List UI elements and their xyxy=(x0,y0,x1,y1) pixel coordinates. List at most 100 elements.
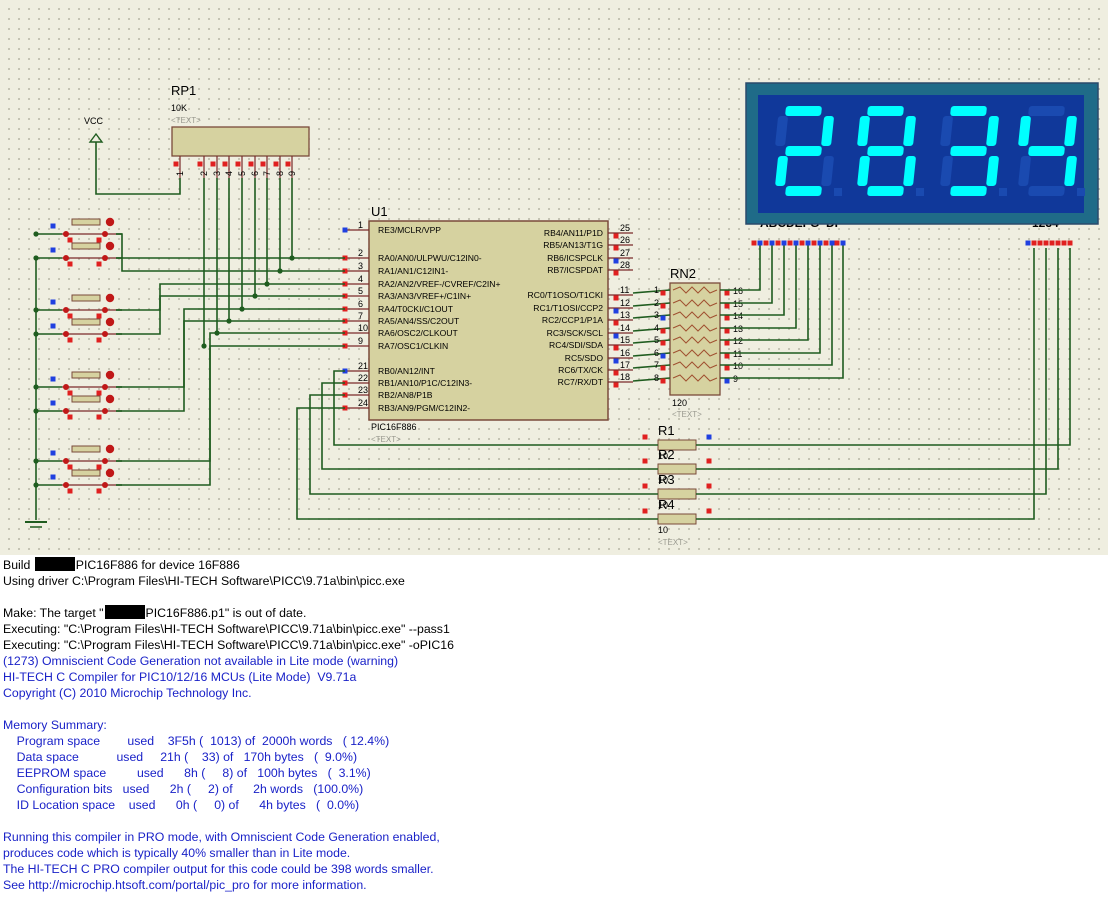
rn2-pin-num: 16 xyxy=(733,286,743,296)
resistor-body[interactable] xyxy=(657,513,697,525)
button-cap[interactable] xyxy=(71,218,101,226)
display-segment xyxy=(986,156,999,186)
button-cap[interactable] xyxy=(71,242,101,250)
u1-pin-num: 3 xyxy=(358,261,363,271)
rn2-ref[interactable]: RN2 xyxy=(670,266,696,281)
u1-pin-name: RB6/ICSPCLK xyxy=(547,253,603,263)
display-segment xyxy=(1028,186,1065,196)
u1-pin-num: 14 xyxy=(620,323,630,333)
pin-marker xyxy=(50,299,56,305)
display-segment xyxy=(1028,146,1065,156)
pin-marker xyxy=(1031,240,1037,246)
log-line: Executing: "C:\Program Files\HI-TECH Sof… xyxy=(3,637,1103,653)
button-cap[interactable] xyxy=(71,318,101,326)
rn2-resistor-zigzag xyxy=(672,336,718,344)
pin-marker xyxy=(613,308,619,314)
button-cap[interactable] xyxy=(71,371,101,379)
rp1-pin-num: 2 xyxy=(199,171,209,176)
display-segment xyxy=(950,186,987,196)
display-segment xyxy=(867,106,904,116)
pin-marker xyxy=(96,313,102,319)
pin-marker xyxy=(1025,240,1031,246)
resistor-ref: R1 xyxy=(658,423,675,438)
display-segment xyxy=(1028,106,1065,116)
pin-marker xyxy=(67,414,73,420)
rn2-pin-num: 8 xyxy=(654,373,659,383)
button-terminal xyxy=(63,255,69,261)
button-to-mcu-wire xyxy=(116,295,345,335)
log-text: PIC16F886.p1" is out of date. xyxy=(145,606,307,620)
u1-pin-name: RB3/AN9/PGM/C12IN2- xyxy=(378,403,470,413)
log-text: HI-TECH C Compiler for PIC10/12/16 MCUs … xyxy=(3,670,357,684)
button-cap[interactable] xyxy=(71,469,101,477)
button-indicator xyxy=(105,241,115,251)
rp1-body[interactable] xyxy=(171,126,310,157)
display-segment xyxy=(785,146,822,156)
u1-pin-name: RA3/AN3/VREF+/C1IN+ xyxy=(378,291,471,301)
vcc-symbol xyxy=(88,132,104,143)
u1-pin-name: RA7/OSC1/CLKIN xyxy=(378,341,448,351)
pin-marker xyxy=(724,315,730,321)
pin-marker xyxy=(642,458,648,464)
rp1-ref[interactable]: RP1 xyxy=(171,83,196,98)
rn2-pin-num: 12 xyxy=(733,336,743,346)
pin-marker xyxy=(829,240,835,246)
junction-dot xyxy=(33,307,39,313)
button-cap[interactable] xyxy=(71,294,101,302)
junction-dot xyxy=(214,330,220,336)
log-text: Make: The target " xyxy=(3,606,104,620)
pin-marker xyxy=(342,227,348,233)
rn2-body[interactable] xyxy=(669,282,721,396)
log-line xyxy=(3,813,1103,829)
pin-marker xyxy=(763,240,769,246)
log-text: Program space used 3F5h ( 1013) of 2000h… xyxy=(3,734,390,748)
pin-marker xyxy=(660,303,666,309)
rn2-to-display-wire xyxy=(720,242,809,341)
junction-dot xyxy=(33,482,39,488)
resistor-to-digit-wire xyxy=(716,248,1047,495)
junction-dot xyxy=(33,231,39,237)
pin-marker xyxy=(834,240,840,246)
junction-dot xyxy=(33,255,39,261)
u1-pin-name: RA0/AN0/ULPWU/C12IN0- xyxy=(378,253,482,263)
rn2-resistor-zigzag xyxy=(672,361,718,369)
u1-body[interactable] xyxy=(368,220,609,421)
pin-marker xyxy=(642,434,648,440)
display-segment xyxy=(867,186,904,196)
u1-pin-num: 9 xyxy=(358,336,363,346)
pin-marker xyxy=(50,376,56,382)
pin-marker xyxy=(660,328,666,334)
button-cap[interactable] xyxy=(71,445,101,453)
rn2-to-display-wire xyxy=(720,242,844,379)
log-text: See http://microchip.htsoft.com/portal/p… xyxy=(3,878,367,892)
resistor-to-digit-wire xyxy=(716,248,1071,446)
button-indicator xyxy=(105,394,115,404)
log-text: Executing: "C:\Program Files\HI-TECH Sof… xyxy=(3,622,450,636)
log-text: Memory Summary: xyxy=(3,718,107,732)
u1-pin-name: RB5/AN13/T1G xyxy=(543,240,603,250)
rn2-pin-num: 2 xyxy=(654,298,659,308)
resistor-to-digit-wire xyxy=(716,248,1059,470)
pin-marker xyxy=(769,240,775,246)
button-cap[interactable] xyxy=(71,395,101,403)
log-line: The HI-TECH C PRO compiler output for th… xyxy=(3,861,1103,877)
junction-dot xyxy=(33,408,39,414)
button-indicator xyxy=(105,370,115,380)
pin-marker xyxy=(67,337,73,343)
pin-marker xyxy=(793,240,799,246)
vcc-label: VCC xyxy=(84,116,104,126)
pin-marker xyxy=(96,261,102,267)
schematic-canvas[interactable]: VCC RP1 10K <TEXT> U1 PIC16F886 <TEXT> R… xyxy=(0,0,1108,555)
log-text: Executing: "C:\Program Files\HI-TECH Sof… xyxy=(3,638,454,652)
rn2-resistor-zigzag xyxy=(672,311,718,319)
u1-pin-num: 25 xyxy=(620,223,630,233)
rp1-pin-num: 9 xyxy=(287,171,297,176)
pin-marker xyxy=(724,303,730,309)
button-terminal xyxy=(102,331,108,337)
u1-ref[interactable]: U1 xyxy=(371,204,388,219)
u1-pin-num: 27 xyxy=(620,248,630,258)
u1-pin-name: RC6/TX/CK xyxy=(558,365,603,375)
display-segment xyxy=(950,106,987,116)
log-line: Using driver C:\Program Files\HI-TECH So… xyxy=(3,573,1103,589)
